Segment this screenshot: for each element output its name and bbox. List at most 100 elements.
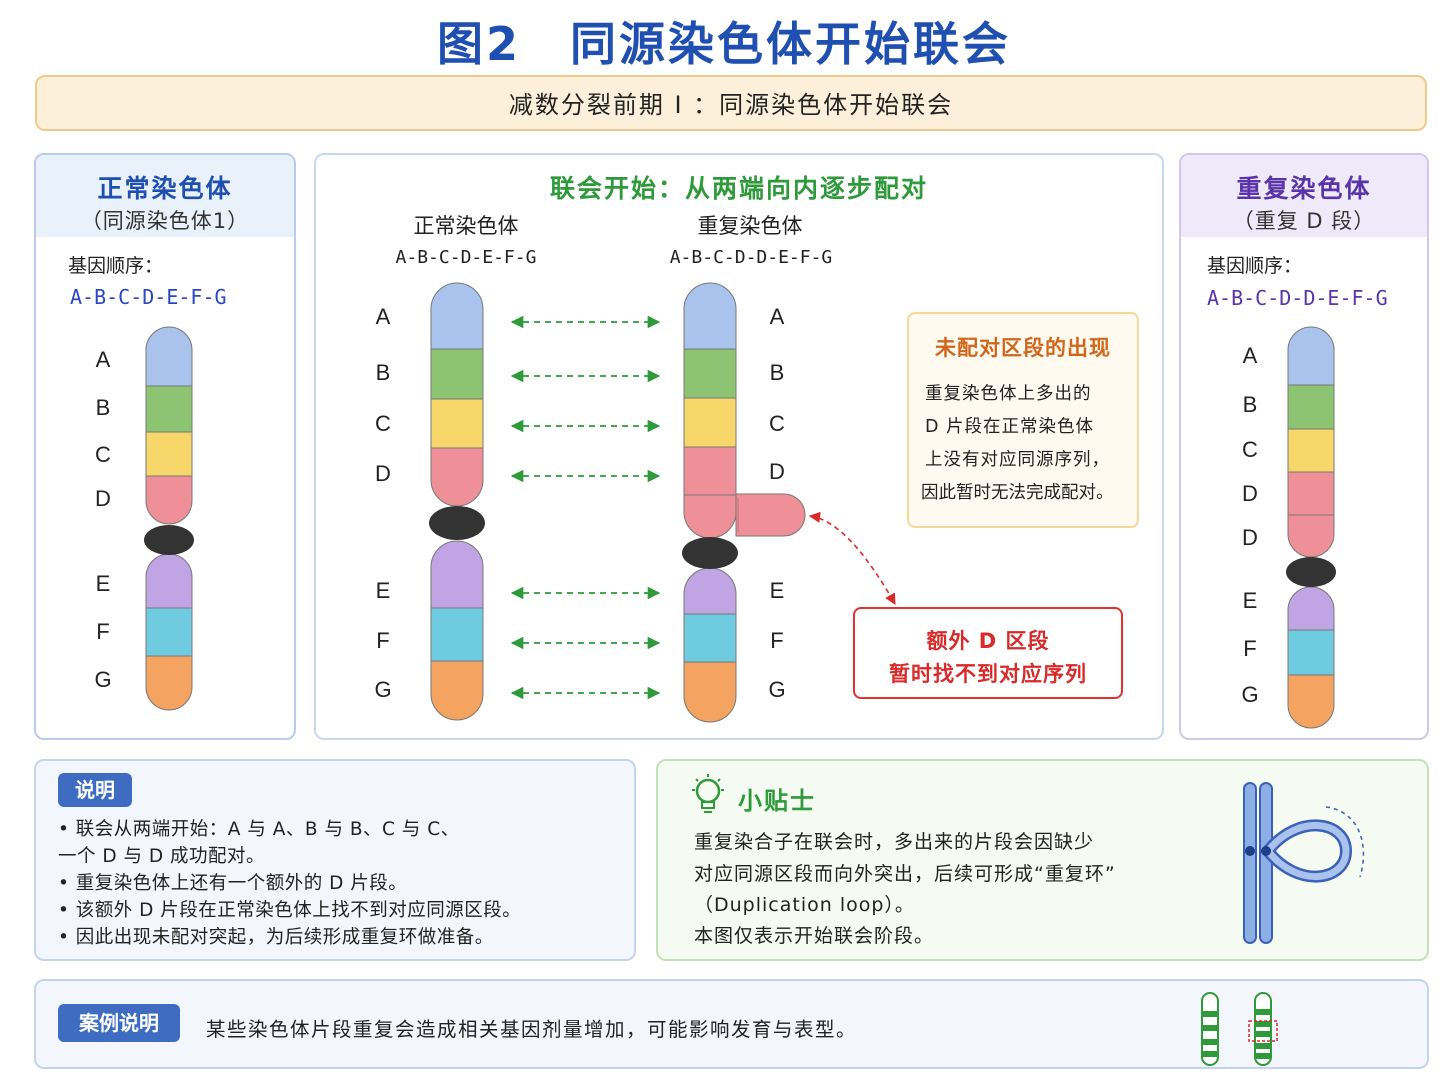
normal-chromosome-sequence: A-B-C-D-E-F-G — [395, 247, 537, 268]
middle-normal-chromosome-segment-d — [430, 447, 484, 507]
gene-letter: F — [770, 628, 784, 653]
case-panel: 案例说明 某些染色体片段重复会造成相关基因剂量增加，可能影响发育与表型。 — [34, 979, 1429, 1069]
gene-letter: C — [95, 442, 111, 467]
panel-header — [1181, 155, 1427, 237]
middle-normal-chromosome-centromere — [429, 506, 485, 540]
gene-letter: D — [1242, 481, 1258, 506]
gene-letter: F — [376, 628, 390, 653]
extra-box-line1: 额外 D 区段 — [926, 629, 1050, 653]
explanation-tag: 说明 — [58, 773, 132, 807]
case-text: 某些染色体片段重复会造成相关基因剂量增加，可能影响发育与表型。 — [206, 1018, 858, 1041]
lightbulb-icon — [692, 774, 724, 813]
middle-normal-chromosome-segment-e — [430, 540, 484, 609]
middle-normal-chromosome-segment-f — [430, 607, 484, 662]
middle-duplicated-chromosome-segment-g — [683, 661, 737, 723]
middle-normal-chromosome-segment-c — [430, 398, 484, 449]
middle-duplicated-chromosome-segment-d — [683, 446, 737, 496]
middle-normal-chromosome-segment-b — [430, 348, 484, 400]
middle-duplicated-chromosome-segment-d — [683, 494, 737, 539]
tip-line: 对应同源区段而向外突出，后续可形成“重复环” — [694, 863, 1116, 885]
gene-order-sequence: A-B-C-D-E-F-G — [70, 285, 227, 309]
middle-duplicated-chromosome-segment-c — [683, 397, 737, 448]
gene-letter: E — [1242, 588, 1258, 613]
normal-chromosome-label: 正常染色体 — [413, 214, 519, 238]
gene-letter: G — [374, 677, 392, 702]
gene-letter: B — [769, 360, 785, 385]
panel-title: 重复染色体 — [1236, 174, 1372, 203]
right-chromosome-centromere — [1286, 557, 1336, 587]
right-chromosome-segment-b — [1287, 384, 1335, 430]
panel-header — [36, 155, 294, 237]
gene-letter: E — [375, 578, 391, 603]
gene-letter: C — [1242, 437, 1258, 462]
gene-letter: E — [95, 571, 111, 596]
duplicated-chromosome-sequence: A-B-C-D-D-E-F-G — [669, 247, 833, 268]
gene-letter: B — [375, 360, 391, 385]
gene-letter: G — [94, 667, 112, 692]
figure-title: 图2 同源染色体开始联会 — [436, 17, 1011, 71]
tip-line: （Duplication loop）。 — [694, 894, 915, 916]
gene-order-sequence: A-B-C-D-D-E-F-G — [1207, 286, 1388, 310]
explanation-bullet: • 重复染色体上还有一个额外的 D 片段。 — [58, 873, 408, 894]
tip-panel: 小贴士 重复染合子在联会时，多出来的片段会因缺少 对应同源区段而向外突出，后续可… — [656, 759, 1429, 961]
tip-title: 小贴士 — [738, 787, 816, 815]
gene-letter: B — [1242, 392, 1258, 417]
gene-letter: D — [1242, 525, 1258, 550]
middle-duplicated-chromosome-segment-e — [683, 567, 737, 615]
gene-order-label: 基因顺序： — [68, 255, 164, 277]
gene-letter: B — [95, 395, 111, 420]
explanation-panel: 说明 • 联会从两端开始：A 与 A、B 与 B、C 与 C、 一个 D 与 D… — [34, 759, 636, 961]
right-chromosome-segment-g — [1287, 674, 1335, 729]
middle-duplicated-chromosome-segment-b — [683, 348, 737, 399]
gene-letter: A — [769, 304, 785, 329]
left-chromosome-segment-c — [145, 431, 193, 477]
middle-normal-chromosome-segment-g — [430, 660, 484, 721]
unpaired-box-line: 上没有对应同源序列， — [925, 450, 1110, 470]
tip-line: 重复染合子在联会时，多出来的片段会因缺少 — [694, 831, 1095, 853]
gene-letter: G — [768, 677, 786, 702]
duplicated-chromosome-label: 重复染色体 — [697, 214, 803, 238]
small-chromosomes-icon — [1201, 992, 1278, 1066]
gene-letter: G — [1241, 682, 1259, 707]
right-chromosome-segment-e — [1287, 586, 1335, 631]
right-chromosome-segment-d — [1287, 471, 1335, 516]
unpaired-box-title: 未配对区段的出现 — [935, 336, 1111, 360]
panel-subtitle: （重复 D 段） — [1232, 209, 1376, 233]
panel-subtitle: （同源染色体1） — [80, 209, 250, 233]
unpaired-box-line: D 片段在正常染色体 — [925, 417, 1095, 437]
gene-letter: A — [1242, 343, 1258, 368]
gene-letter: D — [375, 461, 391, 486]
gene-letter: C — [769, 411, 785, 436]
duplication-loop-illustration — [1243, 782, 1365, 944]
explanation-bullet: • 联会从两端开始：A 与 A、B 与 B、C 与 C、 — [58, 819, 460, 840]
synapsis-heading: 联会开始：从两端向内逐步配对 — [549, 174, 928, 203]
panel-title: 正常染色体 — [97, 174, 233, 203]
left-chromosome-centromere — [144, 525, 194, 555]
gene-letter: E — [769, 578, 785, 603]
right-chromosome-segment-c — [1287, 428, 1335, 473]
extra-d-pointer-arrow — [808, 511, 896, 605]
stage-banner: 减数分裂前期 I ：同源染色体开始联会 — [35, 75, 1427, 131]
gene-letter: A — [95, 347, 111, 372]
explanation-bullet: • 该额外 D 片段在正常染色体上找不到对应同源区段。 — [58, 900, 522, 921]
unpaired-segment-box: 未配对区段的出现 重复染色体上多出的 D 片段在正常染色体 上没有对应同源序列，… — [907, 312, 1139, 528]
middle-duplicated-chromosome-segment-a — [683, 282, 737, 350]
gene-letter: F — [1243, 636, 1257, 661]
left-chromosome-segment-g — [145, 655, 193, 711]
left-chromosome-segment-a — [145, 326, 193, 387]
middle-duplicated-chromosome-segment-f — [683, 613, 737, 663]
gene-letter: F — [96, 619, 110, 644]
gene-letter: D — [95, 486, 111, 511]
unpaired-box-line: 因此暂时无法完成配对。 — [921, 483, 1114, 503]
right-chromosome-segment-f — [1287, 629, 1335, 676]
middle-normal-chromosome-segment-a — [430, 282, 484, 350]
middle-duplicated-chromosome-centromere — [682, 537, 738, 569]
left-chromosome-segment-e — [145, 553, 193, 609]
extra-d-bulge — [735, 493, 806, 537]
right-chromosome-segment-d — [1287, 514, 1335, 558]
extra-box-line2: 暂时找不到对应序列 — [889, 662, 1087, 686]
explanation-bullet: • 因此出现未配对突起，为后续形成重复环做准备。 — [58, 927, 494, 948]
case-tag: 案例说明 — [58, 1004, 180, 1042]
gene-order-label: 基因顺序： — [1207, 255, 1303, 277]
gene-letter: C — [375, 411, 391, 436]
